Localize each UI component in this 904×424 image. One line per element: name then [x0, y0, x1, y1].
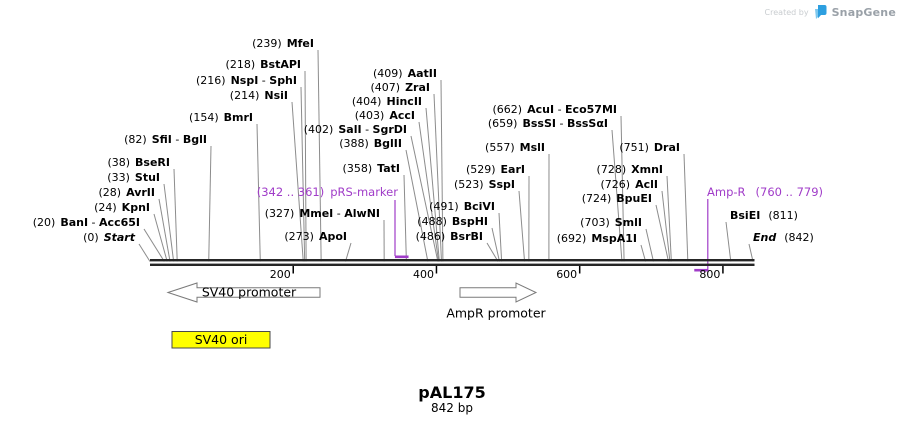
site-leader-line-82 — [208, 145, 212, 262]
scale-label-600: 600 — [556, 268, 577, 281]
watermark-created-by-text: Created by — [764, 7, 809, 17]
site-label-82[interactable]: (82)SfiI - BglI — [124, 133, 207, 146]
ampr-promoter-label[interactable]: AmpR promoter — [446, 306, 546, 321]
site-label-842[interactable]: End(842) — [753, 231, 814, 244]
site-leader-line-24 — [153, 213, 168, 262]
site-leader-line-726 — [661, 190, 671, 262]
site-label-239[interactable]: (239)MfeI — [252, 37, 314, 50]
site-label-38[interactable]: (38)BseRI — [107, 156, 170, 169]
site-label-557[interactable]: (557)MslI — [485, 141, 545, 154]
site-label-728[interactable]: (728)XmnI — [597, 163, 663, 176]
site-label-703[interactable]: (703)SmlI — [580, 216, 642, 229]
sv40-promoter-arrow[interactable] — [166, 282, 321, 303]
sv40-ori-box[interactable] — [171, 331, 271, 349]
site-label-724[interactable]: (724)BpuEI — [582, 192, 652, 205]
site-label-811[interactable]: BsiEI(811) — [730, 209, 798, 222]
site-label-327[interactable]: (327)MmeI - AlwNI — [265, 207, 380, 220]
site-leader-line-273 — [345, 242, 352, 262]
site-label-20[interactable]: (20)BanI - Acc65I — [33, 216, 140, 229]
site-label-388[interactable]: (388)BglII — [339, 137, 402, 150]
site-leader-line-728 — [666, 175, 672, 262]
site-leader-line-659 — [611, 129, 623, 262]
site-leader-line-38 — [173, 168, 178, 262]
site-leader-line-523 — [518, 190, 526, 262]
sv40-promoter-label[interactable]: SV40 promoter — [202, 284, 297, 299]
site-label-402[interactable]: (402)SalI - SgrDI — [304, 123, 407, 136]
site-leader-line-214 — [291, 101, 304, 262]
plasmid-title: pAL175 — [418, 383, 486, 402]
site-leader-line-491 — [498, 212, 503, 262]
site-label-214[interactable]: (214)NsiI — [230, 89, 288, 102]
scale-label-200: 200 — [270, 268, 291, 281]
site-label-407[interactable]: (407)ZraI — [370, 81, 430, 94]
site-label-523[interactable]: (523)SspI — [454, 178, 515, 191]
site-label-404[interactable]: (404)HincII — [352, 95, 422, 108]
scale-label-800: 800 — [699, 268, 720, 281]
site-leader-line-404 — [425, 107, 440, 262]
ampr-promoter-arrow[interactable] — [459, 282, 538, 303]
site-leader-line-811 — [725, 221, 732, 262]
site-leader-line-751 — [683, 153, 689, 262]
site-leader-line-486 — [486, 242, 499, 262]
site-label-692[interactable]: (692)MspA1I — [557, 232, 637, 245]
site-leader-line-388 — [405, 149, 429, 262]
sequence-line-bottom-strand — [150, 263, 755, 266]
site-leader-line-218 — [304, 70, 307, 262]
site-label-24[interactable]: (24)KpnI — [94, 201, 150, 214]
site-leader-line-358 — [403, 174, 407, 262]
site-label-751[interactable]: (751)DraI — [619, 141, 680, 154]
feature-label-amp-r[interactable]: Amp-R(760 .. 779) — [707, 185, 823, 199]
site-label-0[interactable]: (0)Start — [83, 231, 136, 244]
site-leader-line-33 — [163, 183, 175, 262]
site-label-403[interactable]: (403)AccI — [355, 109, 415, 122]
site-leader-line-692 — [640, 244, 647, 262]
site-label-491[interactable]: (491)BciVI — [429, 200, 495, 213]
snapgene-logo-icon — [814, 5, 827, 19]
site-label-28[interactable]: (28)AvrII — [99, 186, 156, 199]
site-leader-line-0 — [138, 243, 151, 262]
site-leader-line-20 — [143, 228, 165, 262]
site-label-154[interactable]: (154)BmrI — [189, 111, 253, 124]
site-label-409[interactable]: (409)AatII — [373, 67, 437, 80]
site-label-486[interactable]: (486)BsrBI — [416, 230, 483, 243]
site-leader-line-488 — [491, 227, 500, 262]
site-leader-line-724 — [655, 204, 669, 262]
feature-label-prs-marker[interactable]: (342 .. 361)pRS-marker — [257, 185, 399, 199]
scale-label-400: 400 — [413, 268, 434, 281]
site-leader-line-662 — [620, 115, 625, 262]
plasmid-title-block: pAL175 842 bp — [0, 384, 904, 415]
sv40-ori-label[interactable]: SV40 ori — [195, 332, 248, 347]
site-label-726[interactable]: (726)AclI — [601, 178, 659, 191]
site-leader-line-703 — [645, 228, 654, 262]
site-label-218[interactable]: (218)BstAPI — [226, 58, 301, 71]
site-leader-line-154 — [256, 123, 261, 262]
site-label-659[interactable]: (659)BssSI - BssSαI — [488, 117, 608, 130]
site-leader-line-842 — [748, 243, 754, 262]
site-label-273[interactable]: (273)ApoI — [284, 230, 347, 243]
sequence-line-top-strand — [150, 259, 755, 262]
watermark-brand-text: SnapGene — [831, 5, 896, 19]
site-label-33[interactable]: (33)StuI — [107, 171, 160, 184]
plasmid-length: 842 bp — [431, 401, 473, 415]
site-label-358[interactable]: (358)TatI — [343, 162, 400, 175]
site-label-662[interactable]: (662)AcuI - Eco57MI — [493, 103, 617, 116]
site-label-216[interactable]: (216)NspI - SphI — [196, 74, 297, 87]
site-leader-line-216 — [300, 86, 306, 262]
site-leader-line-239 — [317, 49, 322, 262]
site-leader-line-28 — [158, 198, 171, 262]
watermark: Created by SnapGene — [765, 4, 896, 20]
site-leader-line-409 — [440, 79, 444, 262]
site-leader-line-403 — [418, 121, 440, 262]
site-leader-line-402 — [410, 135, 439, 262]
site-leader-line-407 — [433, 93, 442, 262]
site-label-529[interactable]: (529)EarI — [466, 163, 525, 176]
site-label-488[interactable]: (488)BspHI — [417, 215, 488, 228]
